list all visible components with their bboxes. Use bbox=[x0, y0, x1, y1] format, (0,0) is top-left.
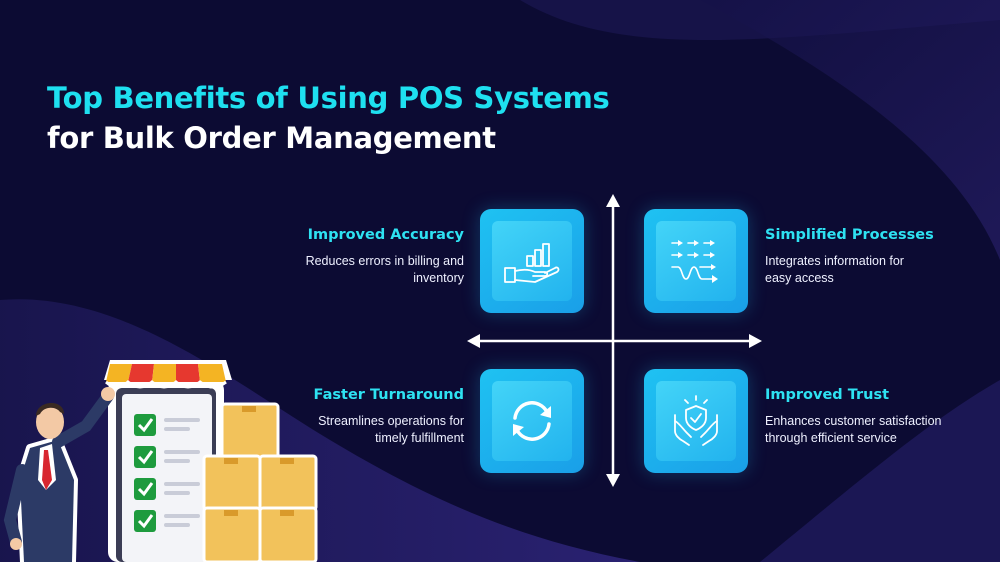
benefit-processes: Simplified Processes Integrates informat… bbox=[765, 227, 934, 286]
title-line-2: for Bulk Order Management bbox=[47, 121, 496, 155]
benefit-description: Streamlines operations for timely fulfil… bbox=[318, 414, 464, 445]
store-awning bbox=[104, 360, 232, 389]
benefit-trust: Improved Trust Enhances customer satisfa… bbox=[765, 387, 965, 446]
benefit-tile-accuracy bbox=[480, 209, 584, 313]
businessman bbox=[3, 387, 115, 562]
checklist-items bbox=[134, 414, 200, 532]
shield-hands-icon bbox=[674, 395, 718, 446]
refresh-cycle-icon bbox=[513, 401, 551, 441]
process-flow-icon bbox=[671, 240, 718, 283]
businessman-store-illustration bbox=[3, 360, 318, 562]
title-line-1: Top Benefits of Using POS Systems bbox=[47, 81, 610, 115]
benefit-accuracy: Improved Accuracy Reduces errors in bill… bbox=[304, 227, 464, 286]
benefit-tile-trust bbox=[644, 369, 748, 473]
page-title: Top Benefits of Using POS Systems for Bu… bbox=[47, 78, 610, 158]
benefit-tile-processes bbox=[644, 209, 748, 313]
cardboard-boxes bbox=[202, 402, 318, 562]
benefit-description: Reduces errors in billing and inventory bbox=[305, 254, 464, 285]
benefit-description: Integrates information for easy access bbox=[765, 254, 904, 285]
growth-hand-icon bbox=[504, 243, 560, 283]
benefit-turnaround: Faster Turnaround Streamlines operations… bbox=[304, 387, 464, 446]
benefit-heading: Simplified Processes bbox=[765, 227, 934, 243]
benefit-heading: Faster Turnaround bbox=[313, 387, 464, 403]
benefit-tile-turnaround bbox=[480, 369, 584, 473]
benefit-heading: Improved Trust bbox=[765, 387, 890, 403]
benefit-heading: Improved Accuracy bbox=[307, 227, 464, 243]
benefit-description: Enhances customer satisfaction through e… bbox=[765, 414, 942, 445]
